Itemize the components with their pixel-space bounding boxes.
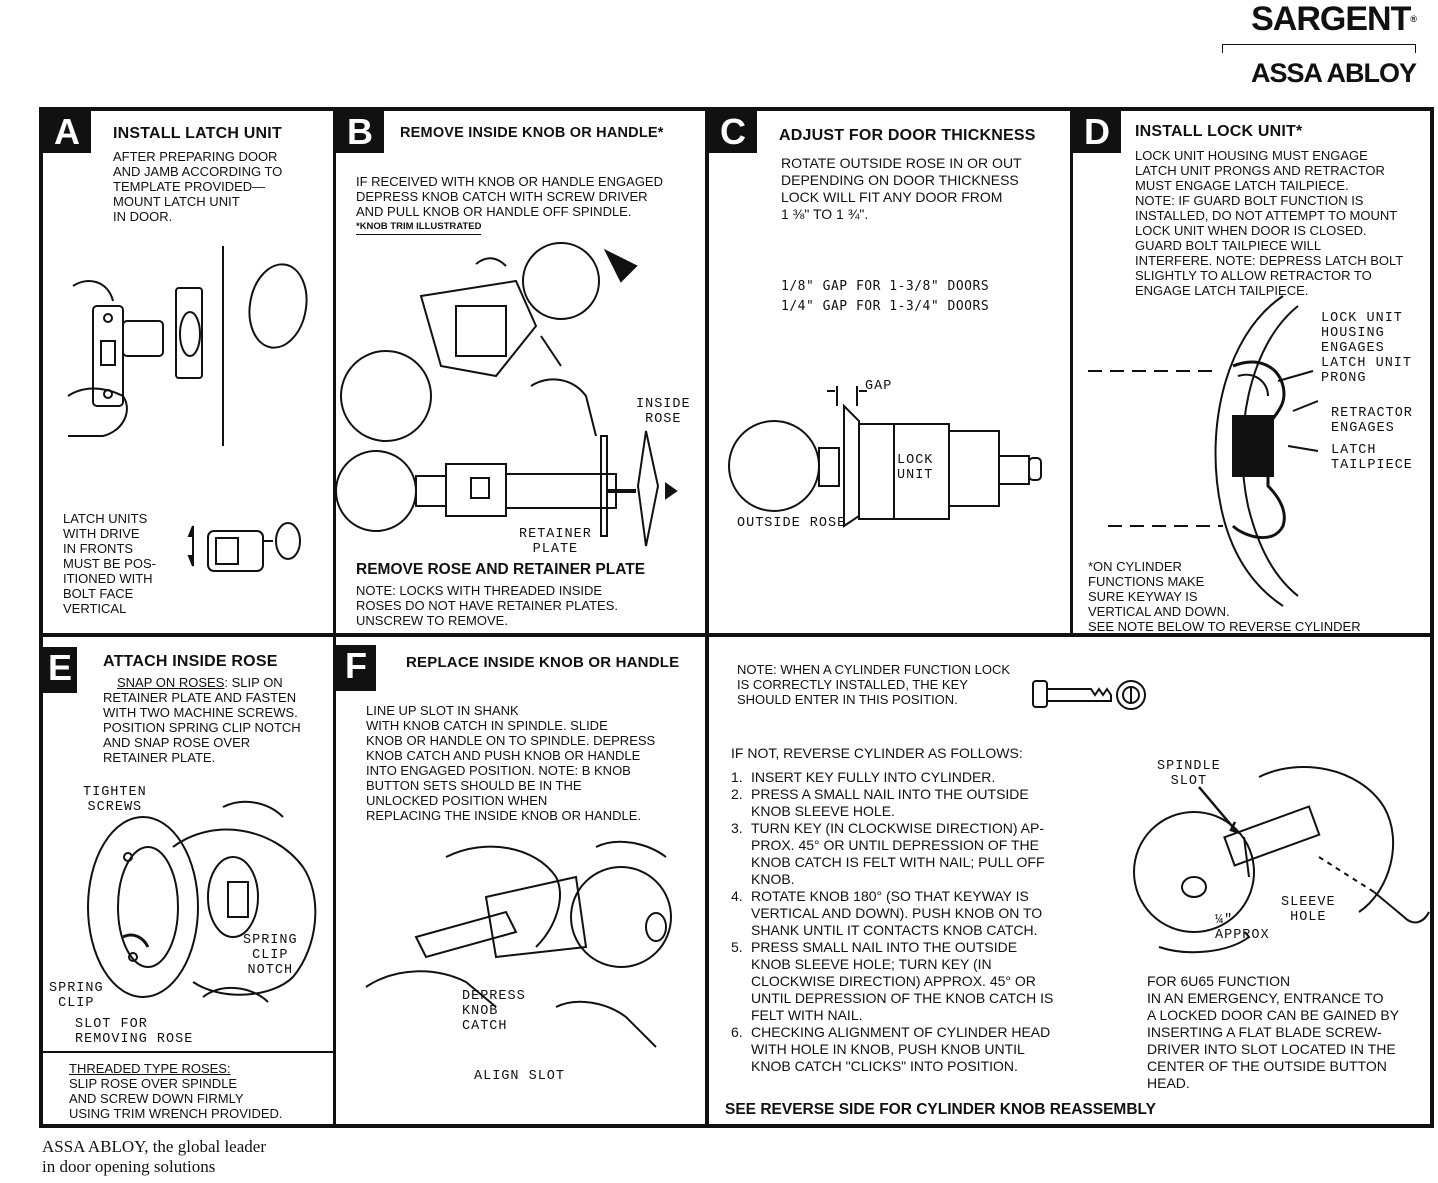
step-item: 2. PRESS A SMALL NAIL INTO THE OUTSIDE KN… xyxy=(731,786,1111,820)
tighten-screws-label: TIGHTEN SCREWS xyxy=(83,785,147,815)
lock-unit-label: LOCK UNIT xyxy=(897,453,934,483)
instruction-sheet: A INSTALL LATCH UNIT AFTER PREPARING DOO… xyxy=(39,107,1434,1128)
sargent-logo: SARGENT® ASSA ABLOY xyxy=(1216,0,1417,88)
align-slot-label: ALIGN SLOT xyxy=(474,1069,566,1084)
latch-install-illustration xyxy=(63,246,333,446)
step-letter: D xyxy=(1073,111,1121,153)
slot-label: SLOT FOR REMOVING ROSE xyxy=(75,1017,194,1047)
drive-in-front-illustration xyxy=(178,516,308,586)
snap-on-heading: SNAP ON ROSES xyxy=(117,675,225,690)
step-letter: F xyxy=(336,645,376,691)
logo-rule xyxy=(1222,44,1416,53)
housing-label: LOCK UNIT HOUSING ENGAGES LATCH UNIT PRO… xyxy=(1321,311,1413,386)
step-text: PRESS SMALL NAIL INTO THE OUTSIDE KNOB S… xyxy=(751,939,1054,1023)
panel-title: INSTALL LOCK UNIT* xyxy=(1135,123,1303,140)
spring-clip-label: SPRING CLIP xyxy=(49,981,104,1011)
panel-title: ADJUST FOR DOOR THICKNESS xyxy=(779,127,1036,144)
panel-title: INSTALL LATCH UNIT xyxy=(113,125,282,142)
footer-tagline: ASSA ABLOY, the global leader in door op… xyxy=(42,1137,266,1176)
inside-rose-label: INSIDE ROSE xyxy=(636,397,691,427)
spindle-slot-label: SPINDLE SLOT xyxy=(1157,759,1221,789)
lock-unit-illustration xyxy=(1083,296,1343,616)
inside-rose-illustration xyxy=(73,787,333,1007)
steps-list: 1. INSERT KEY FULLY INTO CYLINDER. 2. PRESS… xyxy=(731,769,1111,1075)
panel-footnote: *KNOB TRIM ILLUSTRATED xyxy=(356,219,482,235)
cylinder-knob-illustration xyxy=(1119,757,1429,957)
panel-title: REPLACE INSIDE KNOB OR HANDLE xyxy=(406,654,680,671)
panel-body: AFTER PREPARING DOOR AND JAMB ACCORDING … xyxy=(113,149,283,224)
step-number: 5. xyxy=(731,939,743,955)
threaded-body: SLIP ROSE OVER SPINDLE AND SCREW DOWN FI… xyxy=(69,1076,283,1121)
step-text: CHECKING ALIGNMENT OF CYLINDER HEAD WITH… xyxy=(751,1024,1051,1074)
threaded-heading: THREADED TYPE ROSES: xyxy=(69,1061,231,1076)
parent-brand: ASSA ABLOY xyxy=(1250,58,1417,88)
step-number: 3. xyxy=(731,820,743,836)
panel-title: ATTACH INSIDE ROSE xyxy=(103,653,278,670)
divider xyxy=(705,111,709,1124)
knob-replace-illustration xyxy=(356,837,696,1057)
outside-rose-label: OUTSIDE ROSE xyxy=(737,516,847,531)
threaded-roses-box: THREADED TYPE ROSES: SLIP ROSE OVER SPIN… xyxy=(43,1054,333,1124)
step-letter: B xyxy=(336,111,384,153)
panel-c: C ADJUST FOR DOOR THICKNESS ROTATE OUTSI… xyxy=(709,111,1070,633)
panel-d: D INSTALL LOCK UNIT* LOCK UNIT HOUSING M… xyxy=(1073,111,1434,633)
step-number: 6. xyxy=(731,1024,743,1040)
panel-body: SNAP ON ROSES: SLIP ON RETAINER PLATE AN… xyxy=(103,675,301,765)
step-item: 5. PRESS SMALL NAIL INTO THE OUTSIDE KNOB… xyxy=(731,939,1111,1024)
divider xyxy=(43,633,1430,637)
step-letter: E xyxy=(43,647,77,693)
brand-name: SARGENT xyxy=(1251,0,1411,38)
step-number: 1. xyxy=(731,769,743,785)
snap-on-text: : SLIP ON RETAINER PLATE AND FASTEN WITH… xyxy=(103,675,301,765)
gap-label: GAP xyxy=(865,379,893,394)
panel-a: A INSTALL LATCH UNIT AFTER PREPARING DOO… xyxy=(43,111,333,633)
step-item: 1. INSERT KEY FULLY INTO CYLINDER. xyxy=(731,769,1111,786)
step-number: 4. xyxy=(731,888,743,904)
step-text: INSERT KEY FULLY INTO CYLINDER. xyxy=(751,769,996,785)
depress-catch-label: DEPRESS KNOB CATCH xyxy=(462,989,526,1034)
gap-spec-2: 1/4" GAP FOR 1-3/4" DOORS xyxy=(781,299,990,314)
step-letter: C xyxy=(709,111,757,153)
step-text: TURN KEY (IN CLOCKWISE DIRECTION) AP- PR… xyxy=(751,820,1045,887)
panel-note: NOTE: LOCKS WITH THREADED INSIDE ROSES D… xyxy=(356,583,618,628)
cylinder-intro: IF NOT, REVERSE CYLINDER AS FOLLOWS: xyxy=(731,745,1023,761)
door-thickness-illustration xyxy=(729,376,1069,526)
panel-body: IF RECEIVED WITH KNOB OR HANDLE ENGAGED … xyxy=(356,174,663,219)
step-item: 3. TURN KEY (IN CLOCKWISE DIRECTION) AP- … xyxy=(731,820,1111,888)
panel-e: E ATTACH INSIDE ROSE SNAP ON ROSES: SLIP… xyxy=(43,637,333,1051)
registered-mark: ® xyxy=(1410,14,1417,24)
step-text: PRESS A SMALL NAIL INTO THE OUTSIDE KNOB… xyxy=(751,786,1029,819)
approx-label: ¼" APPROX xyxy=(1215,913,1270,943)
cylinder-note: NOTE: WHEN A CYLINDER FUNCTION LOCK IS C… xyxy=(737,662,1011,707)
panel-subtitle: REMOVE ROSE AND RETAINER PLATE xyxy=(356,561,646,578)
step-text: ROTATE KNOB 180° (SO THAT KEYWAY IS VERT… xyxy=(751,888,1043,938)
step-item: 6. CHECKING ALIGNMENT OF CYLINDER HEAD WI… xyxy=(731,1024,1111,1075)
panel-title: REMOVE INSIDE KNOB OR HANDLE* xyxy=(400,125,664,141)
spring-clip-notch-label: SPRING CLIP NOTCH xyxy=(243,933,298,978)
divider xyxy=(1070,111,1073,636)
gap-spec-1: 1/8" GAP FOR 1-3/8" DOORS xyxy=(781,279,990,294)
step-letter: A xyxy=(43,111,91,153)
panel-b: B REMOVE INSIDE KNOB OR HANDLE* IF RECEI… xyxy=(336,111,705,633)
panel-cylinder-reverse: NOTE: WHEN A CYLINDER FUNCTION LOCK IS C… xyxy=(709,637,1430,1124)
emergency-note: FOR 6U65 FUNCTION IN AN EMERGENCY, ENTRA… xyxy=(1147,973,1400,1091)
divider xyxy=(43,1051,334,1053)
divider xyxy=(333,111,336,1124)
panel-note: *ON CYLINDER FUNCTIONS MAKE SURE KEYWAY … xyxy=(1088,559,1361,633)
panel-body: LINE UP SLOT IN SHANK WITH KNOB CATCH IN… xyxy=(366,703,656,823)
step-number: 2. xyxy=(731,786,743,802)
knob-removal-illustration xyxy=(346,236,696,546)
retainer-plate-label: RETAINER PLATE xyxy=(519,527,592,557)
panel-body: LOCK UNIT HOUSING MUST ENGAGE LATCH UNIT… xyxy=(1135,148,1404,298)
panel-f: F REPLACE INSIDE KNOB OR HANDLE LINE UP … xyxy=(336,637,705,1124)
panel-body: ROTATE OUTSIDE ROSE IN OR OUT DEPENDING … xyxy=(781,155,1022,222)
sleeve-hole-label: SLEEVE HOLE xyxy=(1281,895,1336,925)
key-icon xyxy=(1031,675,1151,715)
step-item: 4. ROTATE KNOB 180° (SO THAT KEYWAY IS VE… xyxy=(731,888,1111,939)
reassembly-footer: SEE REVERSE SIDE FOR CYLINDER KNOB REASS… xyxy=(725,1101,1156,1118)
tailpiece-label: LATCH TAILPIECE xyxy=(1331,443,1413,473)
latch-note: LATCH UNITS WITH DRIVE IN FRONTS MUST BE… xyxy=(63,511,156,616)
retractor-label: RETRACTOR ENGAGES xyxy=(1331,406,1413,436)
